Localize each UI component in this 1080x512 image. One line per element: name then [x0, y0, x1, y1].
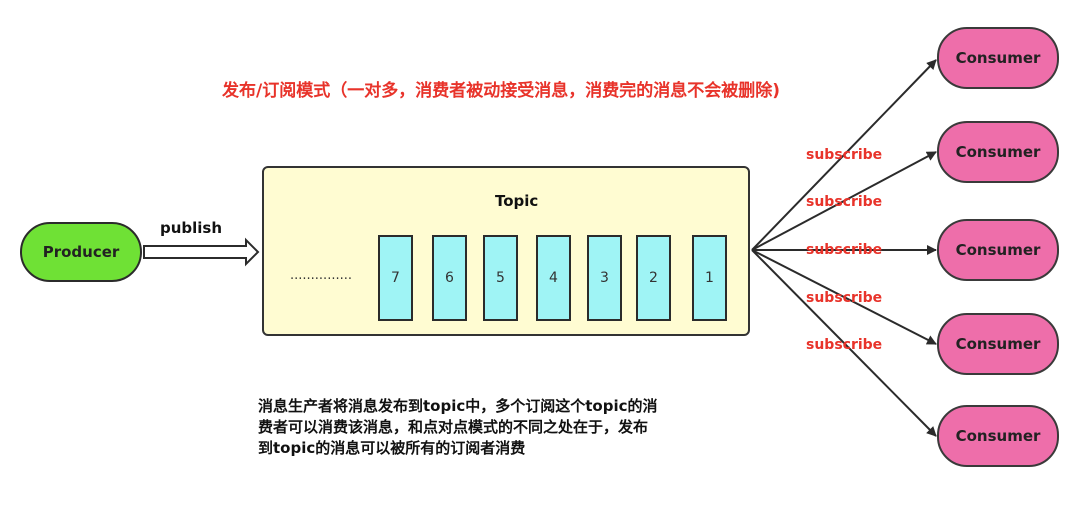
topic-label: Topic [495, 192, 539, 210]
subscribe-label: subscribe [806, 290, 883, 306]
message-slot: 2 [636, 235, 671, 321]
message-number: 3 [600, 270, 609, 286]
consumer-node: Consumer [937, 121, 1059, 183]
topic-ellipsis: ............... [290, 268, 352, 283]
consumer-label: Consumer [955, 49, 1041, 67]
consumer-label: Consumer [955, 335, 1041, 353]
message-number: 6 [445, 270, 454, 286]
diagram-title: 发布/订阅模式（一对多，消费者被动接受消息，消费完的消息不会被删除) [222, 81, 780, 101]
message-number: 4 [549, 270, 558, 286]
message-slot: 5 [483, 235, 518, 321]
subscribe-label: subscribe [806, 242, 883, 258]
publish-label: publish [160, 219, 223, 237]
description-line: 到topic的消息可以被所有的订阅者消费 [258, 439, 526, 457]
consumer-node: Consumer [937, 27, 1059, 89]
subscribe-label: subscribe [806, 337, 883, 353]
subscribe-arrow [751, 59, 937, 251]
message-slot: 6 [432, 235, 467, 321]
consumer-node: Consumer [937, 313, 1059, 375]
message-slot: 1 [692, 235, 727, 321]
message-number: 1 [705, 270, 714, 286]
description-line: 消息生产者将消息发布到topic中，多个订阅这个topic的消 [258, 397, 658, 415]
message-slot: 4 [536, 235, 571, 321]
consumer-label: Consumer [955, 241, 1041, 259]
subscribe-label: subscribe [806, 147, 883, 163]
message-slot: 7 [378, 235, 413, 321]
message-number: 5 [496, 270, 505, 286]
message-slot: 3 [587, 235, 622, 321]
subscribe-arrow [751, 151, 937, 251]
description-line: 费者可以消费该消息，和点对点模式的不同之处在于，发布 [258, 418, 649, 436]
subscribe-label: subscribe [806, 194, 883, 210]
publish-arrow [143, 237, 260, 267]
producer-node: Producer [20, 222, 142, 282]
message-number: 2 [649, 270, 658, 286]
consumer-label: Consumer [955, 143, 1041, 161]
producer-label: Producer [42, 243, 120, 261]
consumer-label: Consumer [955, 427, 1041, 445]
description-text: 消息生产者将消息发布到topic中，多个订阅这个topic的消 费者可以消费该消… [258, 396, 758, 459]
message-number: 7 [391, 270, 400, 286]
subscribe-arrow [751, 249, 937, 437]
consumer-node: Consumer [937, 219, 1059, 281]
consumer-node: Consumer [937, 405, 1059, 467]
subscribe-arrow [751, 249, 937, 345]
